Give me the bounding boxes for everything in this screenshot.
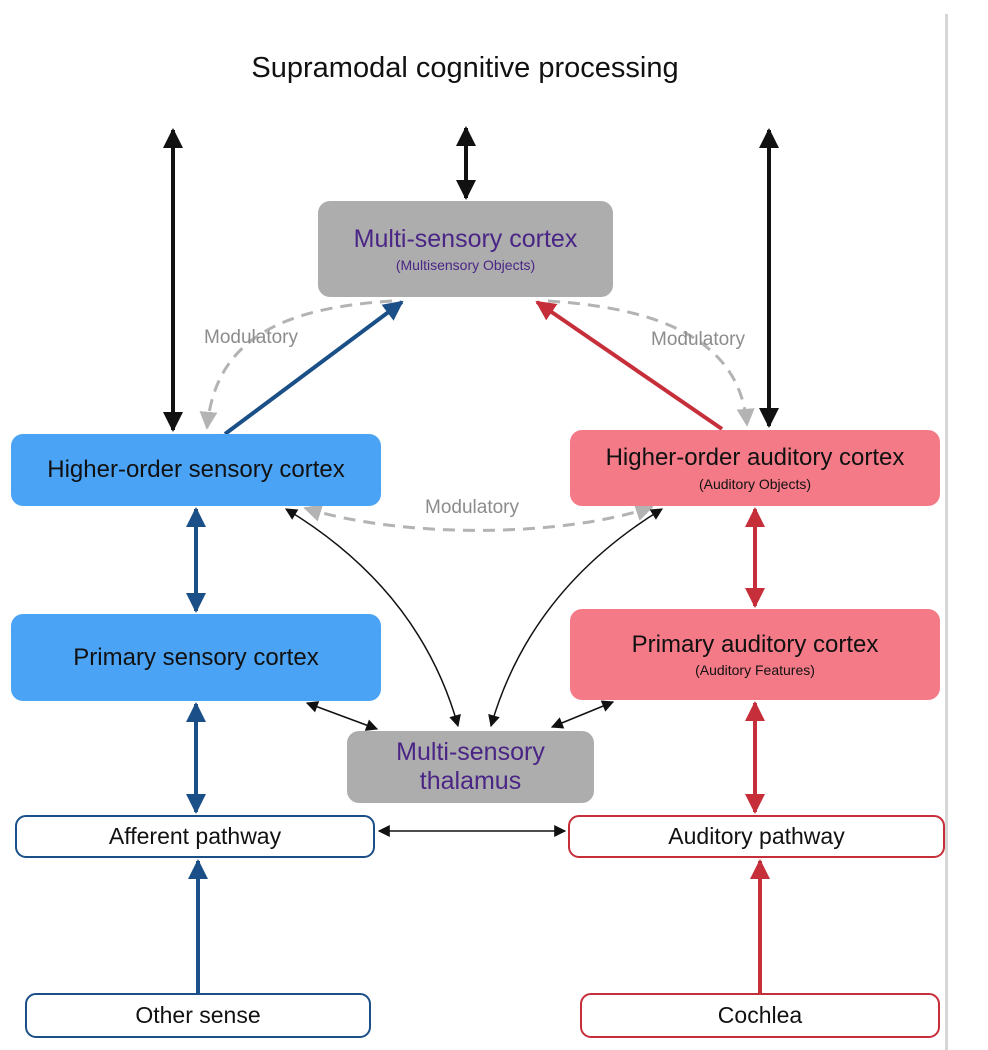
primary-sensory-cortex-label: Primary sensory cortex xyxy=(73,643,319,671)
cochlea-label: Cochlea xyxy=(717,1002,803,1029)
other-sense-box: Other sense xyxy=(25,993,371,1038)
auditory-pathway-label: Auditory pathway xyxy=(668,823,845,850)
auditory-pathway-box: Auditory pathway xyxy=(568,815,945,858)
thalamus-primary-auditory-arrow xyxy=(550,700,615,729)
thalamus-higher-auditory-arrow xyxy=(488,508,664,728)
thalamus-primary-sensory-arrow xyxy=(305,701,379,731)
modulatory-label-left: Modulatory xyxy=(204,327,298,348)
diagram-title: Supramodal cognitive processing xyxy=(251,52,679,84)
primary-auditory-cortex-box: Primary auditory cortex (Auditory Featur… xyxy=(570,609,940,700)
higher-order-auditory-cortex-sublabel: (Auditory Objects) xyxy=(698,475,812,492)
auditory-to-multisensory-arrow xyxy=(535,300,724,431)
primary-auditory-cortex-sublabel: (Auditory Features) xyxy=(695,662,815,679)
higher-order-sensory-cortex-label: Higher-order sensory cortex xyxy=(47,456,345,484)
afferent-pathway-label: Afferent pathway xyxy=(108,823,282,850)
multisensory-thalamus-label-line1: Multi-sensory xyxy=(396,738,545,767)
multisensory-thalamus-label-line2: thalamus xyxy=(419,767,522,795)
modulatory-label-right: Modulatory xyxy=(651,329,745,350)
primary-sensory-cortex-box: Primary sensory cortex xyxy=(11,614,381,701)
cochlea-box: Cochlea xyxy=(580,993,940,1038)
afferent-pathway-box: Afferent pathway xyxy=(15,815,375,858)
multisensory-cortex-box: Multi-sensory cortex (Multisensory Objec… xyxy=(318,201,613,297)
higher-order-sensory-cortex-box: Higher-order sensory cortex xyxy=(11,434,381,506)
multisensory-cortex-sublabel: (Multisensory Objects) xyxy=(395,257,536,274)
primary-auditory-cortex-label: Primary auditory cortex xyxy=(631,630,879,658)
modulatory-label-middle: Modulatory xyxy=(425,497,519,518)
multisensory-cortex-label: Multi-sensory cortex xyxy=(353,224,578,253)
modulatory-left-arrow xyxy=(199,299,393,430)
right-divider xyxy=(945,14,948,1050)
multisensory-thalamus-box: Multi-sensory thalamus xyxy=(347,731,594,803)
higher-order-auditory-cortex-label: Higher-order auditory cortex xyxy=(605,444,905,472)
sensory-to-multisensory-arrow xyxy=(223,300,404,436)
higher-order-auditory-cortex-box: Higher-order auditory cortex (Auditory O… xyxy=(570,430,940,506)
modulatory-right-arrow xyxy=(547,299,755,427)
thalamus-higher-sensory-arrow xyxy=(284,508,461,728)
other-sense-label: Other sense xyxy=(135,1002,261,1029)
